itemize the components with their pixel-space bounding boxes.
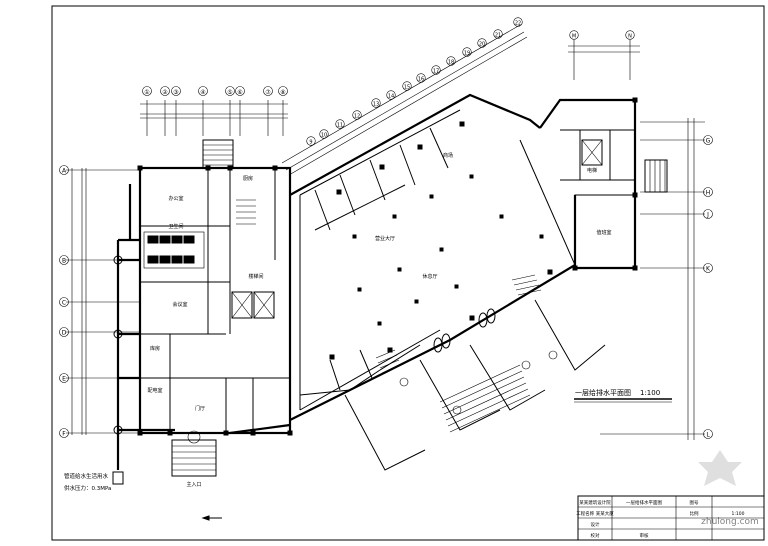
room-label: 休息厅 <box>422 273 437 280</box>
axis-label-top: ⑥ <box>237 89 242 96</box>
axis-label-left: A <box>62 168 67 175</box>
title-block: 某某建筑设计院 工程名称 某某大厦 一层给排水平面图 图号 比例 1:100 设… <box>576 495 765 541</box>
room-label: 会议室 <box>172 301 187 308</box>
axis-label-left: D <box>62 330 67 337</box>
title-block-cell: 比例 <box>690 510 699 517</box>
south-entrance-stair <box>171 430 217 477</box>
room-label: 配电室 <box>147 387 162 394</box>
axis-label-top: ③ <box>173 89 178 96</box>
plan-scale: 1:100 <box>640 389 660 397</box>
axis-label-left: C <box>62 300 66 307</box>
room-label: 厨房 <box>243 175 253 182</box>
plan-title-group: 一层给排水平面图 1:100 <box>574 388 672 403</box>
axis-label-angled: 19 <box>464 51 470 57</box>
water-supply-piping <box>112 184 291 485</box>
axis-label-angled: 16 <box>418 77 424 83</box>
room-label: 营业大厅 <box>375 235 395 242</box>
axis-label-angled: 20 <box>479 42 485 48</box>
note-line-2: 供水压力：0.3MPa <box>64 484 111 492</box>
axis-label-angled: 14 <box>388 94 394 100</box>
axis-label-angled: 17 <box>433 69 439 75</box>
axis-label-top-right: M <box>572 34 576 40</box>
main-angled-hall <box>289 93 577 421</box>
axis-label-right: H <box>706 190 711 197</box>
top-right-dimension: M N <box>568 30 640 80</box>
angled-axis-bubbles: 9 10 11 12 13 14 15 16 17 18 19 20 21 22 <box>306 17 523 146</box>
axis-label-top: ② <box>162 89 168 96</box>
note-line-1: 管道给水生活用水 <box>64 472 109 480</box>
room-label: 办公室 <box>168 195 183 202</box>
axis-label-top: ⑤ <box>227 89 232 96</box>
axis-label-top: ④ <box>200 89 205 96</box>
left-wing-plan <box>137 165 293 436</box>
room-label: 卫生间 <box>168 223 183 230</box>
axis-label-angled: 22 <box>515 21 521 27</box>
axis-label-top-right: N <box>628 34 632 40</box>
axis-label-left: E <box>62 376 66 383</box>
east-stair <box>644 159 668 193</box>
axis-label-right: J <box>706 212 709 219</box>
right-axis-bubbles: G H J K L <box>703 135 713 439</box>
north-marker <box>201 515 222 521</box>
room-label: 主入口 <box>186 481 201 488</box>
axis-label-angled: 11 <box>337 123 343 129</box>
axis-label-angled: 15 <box>404 85 410 91</box>
sheet-border <box>51 5 765 541</box>
top-dimension-chain <box>140 100 288 136</box>
room-label: 门厅 <box>195 405 205 412</box>
axis-label-angled: 18 <box>448 60 454 66</box>
watermark-logo: zhulong.com <box>698 450 759 527</box>
axis-label-top: ⑦ <box>265 89 271 96</box>
room-label: 楼梯间 <box>248 273 263 280</box>
bottom-left-notes: 管道给水生活用水 供水压力：0.3MPa <box>64 472 111 492</box>
axis-label-angled: 21 <box>495 33 501 39</box>
axis-label-right: K <box>706 266 711 273</box>
forecourt-canopy <box>344 299 606 471</box>
left-axis-bubbles: A B C D E F <box>59 165 69 438</box>
room-label: 电梯 <box>587 167 597 174</box>
axis-label-left: F <box>62 431 66 438</box>
axis-label-angled: 13 <box>373 102 379 108</box>
room-label: 库房 <box>150 345 160 352</box>
plan-title: 一层给排水平面图 <box>575 388 631 397</box>
angled-dimension-chain <box>281 24 528 176</box>
right-dimension-chain <box>600 118 705 440</box>
title-block-cell: 一层给排水平面图 <box>626 499 662 506</box>
axis-label-left: B <box>62 258 66 265</box>
title-block-cell: 审核 <box>640 532 649 539</box>
axis-label-angled: 10 <box>321 133 327 139</box>
title-block-cell: 某某建筑设计院 <box>579 499 611 506</box>
north-stair <box>202 139 234 169</box>
revolving-door-row <box>433 308 496 353</box>
top-axis-bubbles: ① ② ③ ④ ⑤ ⑥ ⑦ ⑧ <box>142 86 288 96</box>
right-wing-plan <box>539 97 638 271</box>
watermark-text: zhulong.com <box>701 517 759 527</box>
lower-stairs <box>375 274 542 374</box>
left-dimension-chain <box>66 168 140 435</box>
title-block-cell: 工程名称 某某大厦 <box>576 510 614 517</box>
room-labels: 办公室 会议室 卫生间 库房 配电室 营业大厅 休息厅 商场 门厅 楼梯间 电梯… <box>147 152 611 488</box>
axis-label-angled: 9 <box>309 140 312 146</box>
title-block-cell: 设计 <box>591 521 600 528</box>
room-label: 值班室 <box>596 229 611 236</box>
axis-label-top: ① <box>144 89 149 96</box>
axis-label-top: ⑧ <box>280 89 285 96</box>
axis-label-angled: 12 <box>354 114 360 120</box>
axis-label-right: G <box>706 138 711 145</box>
title-block-cell: 校对 <box>591 532 600 539</box>
title-block-cell: 图号 <box>690 500 699 506</box>
title-block-cell: 1:100 <box>732 511 745 517</box>
axis-label-right: L <box>706 432 710 439</box>
room-label: 商场 <box>443 152 453 159</box>
